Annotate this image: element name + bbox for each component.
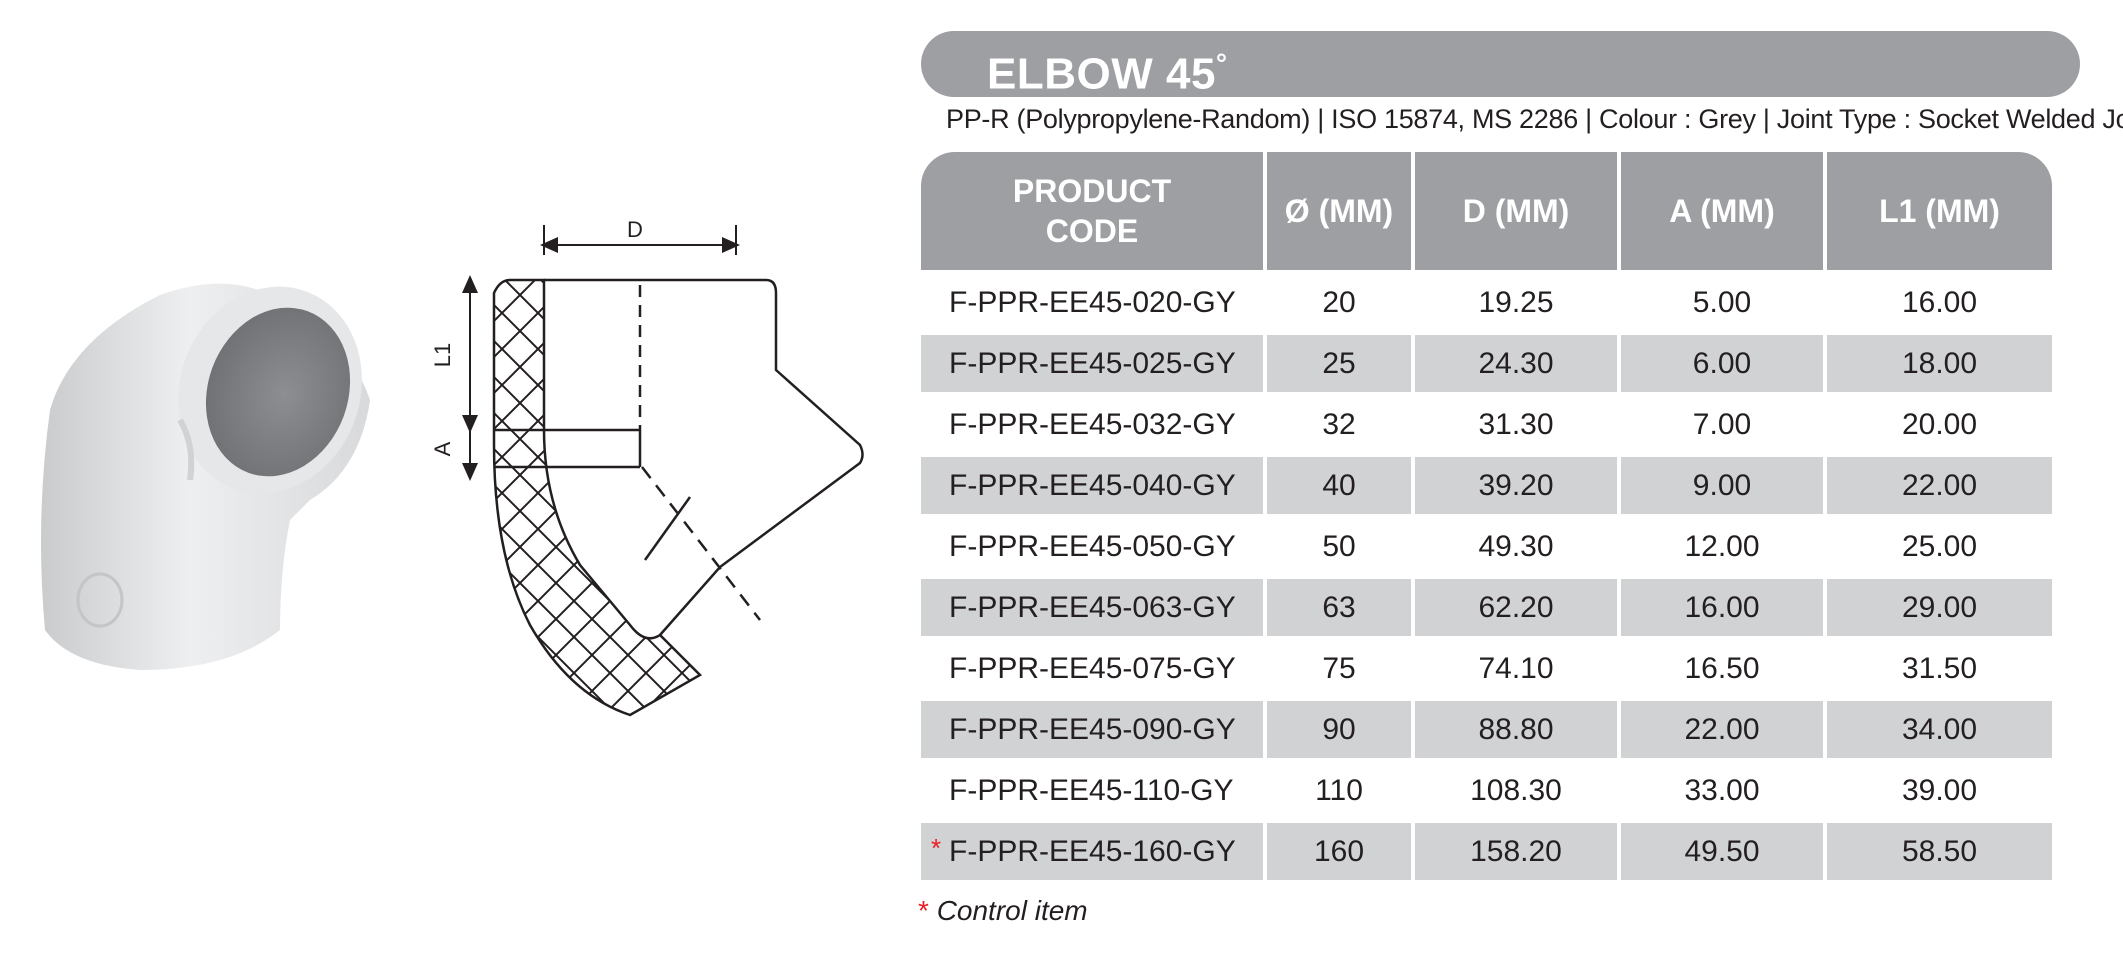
cell-code: F-PPR-EE45-050-GY xyxy=(921,518,1263,575)
cell-diameter: 40 xyxy=(1267,457,1411,514)
table-row: F-PPR-EE45-032-GY 32 31.30 7.00 20.00 xyxy=(921,396,2052,453)
cell-code: F-PPR-EE45-110-GY xyxy=(921,762,1263,819)
cell-l1: 20.00 xyxy=(1827,396,2052,453)
cell-code: F-PPR-EE45-032-GY xyxy=(921,396,1263,453)
cell-code: F-PPR-EE45-063-GY xyxy=(921,579,1263,636)
table-row: F-PPR-EE45-040-GY 40 39.20 9.00 22.00 xyxy=(921,457,2052,514)
title-bar: ELBOW 45° xyxy=(921,31,2080,99)
cell-code: F-PPR-EE45-090-GY xyxy=(921,701,1263,758)
cell-a: 7.00 xyxy=(1621,396,1823,453)
cell-a: 9.00 xyxy=(1621,457,1823,514)
table-row: F-PPR-EE45-075-GY 75 74.10 16.50 31.50 xyxy=(921,640,2052,697)
header-d: D (MM) xyxy=(1415,152,1617,270)
cell-l1: 29.00 xyxy=(1827,579,2052,636)
cell-diameter: 75 xyxy=(1267,640,1411,697)
page-title-degree: ° xyxy=(1215,48,1228,79)
dimension-label-a: A xyxy=(430,441,455,456)
product-photo xyxy=(41,283,370,670)
cell-a: 49.50 xyxy=(1621,823,1823,880)
cell-a: 16.50 xyxy=(1621,640,1823,697)
cell-a: 33.00 xyxy=(1621,762,1823,819)
footnote: * Control item xyxy=(918,895,1088,927)
table-row: F-PPR-EE45-020-GY 20 19.25 5.00 16.00 xyxy=(921,274,2052,331)
cell-diameter: 32 xyxy=(1267,396,1411,453)
cell-diameter: 160 xyxy=(1267,823,1411,880)
cell-d: 74.10 xyxy=(1415,640,1617,697)
cell-d: 24.30 xyxy=(1415,335,1617,392)
cell-diameter: 50 xyxy=(1267,518,1411,575)
cell-code-text: F-PPR-EE45-160-GY xyxy=(949,834,1236,868)
cell-l1: 25.00 xyxy=(1827,518,2052,575)
header-a: A (MM) xyxy=(1621,152,1823,270)
product-spec-line: PP-R (Polypropylene-Random) | ISO 15874,… xyxy=(946,104,2123,134)
cell-l1: 58.50 xyxy=(1827,823,2052,880)
dimension-label-l1: L1 xyxy=(430,343,455,367)
cell-l1: 34.00 xyxy=(1827,701,2052,758)
cell-d: 31.30 xyxy=(1415,396,1617,453)
table-row: F-PPR-EE45-090-GY 90 88.80 22.00 34.00 xyxy=(921,701,2052,758)
cell-l1: 39.00 xyxy=(1827,762,2052,819)
cell-d: 39.20 xyxy=(1415,457,1617,514)
cell-diameter: 110 xyxy=(1267,762,1411,819)
cell-d: 108.30 xyxy=(1415,762,1617,819)
table-row: F-PPR-EE45-063-GY 63 62.20 16.00 29.00 xyxy=(921,579,2052,636)
footnote-marker: * xyxy=(918,895,929,926)
cell-diameter: 20 xyxy=(1267,274,1411,331)
spec-table: PRODUCT CODE Ø (MM) D (MM) A (MM) L1 (MM)… xyxy=(917,148,2056,884)
header-l1: L1 (MM) xyxy=(1827,152,2052,270)
table-row: F-PPR-EE45-110-GY 110 108.30 33.00 39.00 xyxy=(921,762,2052,819)
header-diameter: Ø (MM) xyxy=(1267,152,1411,270)
cell-d: 88.80 xyxy=(1415,701,1617,758)
cell-a: 12.00 xyxy=(1621,518,1823,575)
header-product-code-line1: PRODUCT xyxy=(1012,173,1172,209)
cell-code-control: *F-PPR-EE45-160-GY xyxy=(921,823,1263,880)
cell-a: 6.00 xyxy=(1621,335,1823,392)
cell-l1: 18.00 xyxy=(1827,335,2052,392)
cell-l1: 16.00 xyxy=(1827,274,2052,331)
cell-diameter: 25 xyxy=(1267,335,1411,392)
cell-d: 158.20 xyxy=(1415,823,1617,880)
header-product-code-line2: CODE xyxy=(1045,213,1139,249)
cell-code: F-PPR-EE45-025-GY xyxy=(921,335,1263,392)
cell-code: F-PPR-EE45-040-GY xyxy=(921,457,1263,514)
cell-code: F-PPR-EE45-075-GY xyxy=(921,640,1263,697)
table-row: F-PPR-EE45-050-GY 50 49.30 12.00 25.00 xyxy=(921,518,2052,575)
table-row: F-PPR-EE45-025-GY 25 24.30 6.00 18.00 xyxy=(921,335,2052,392)
control-marker: * xyxy=(931,833,942,863)
cell-l1: 22.00 xyxy=(1827,457,2052,514)
cell-diameter: 90 xyxy=(1267,701,1411,758)
page-title-text: ELBOW 45 xyxy=(987,49,1216,99)
header-product-code: PRODUCT CODE xyxy=(921,152,1263,270)
cell-d: 49.30 xyxy=(1415,518,1617,575)
page-title: ELBOW 45° xyxy=(987,31,1228,108)
cell-d: 19.25 xyxy=(1415,274,1617,331)
cell-diameter: 63 xyxy=(1267,579,1411,636)
table-header-row: PRODUCT CODE Ø (MM) D (MM) A (MM) L1 (MM) xyxy=(921,152,2052,270)
table-row: *F-PPR-EE45-160-GY 160 158.20 49.50 58.5… xyxy=(921,823,2052,880)
footnote-text: Control item xyxy=(936,895,1088,926)
cell-code: F-PPR-EE45-020-GY xyxy=(921,274,1263,331)
technical-drawing: D L1 A xyxy=(430,217,864,717)
dimension-label-d: D xyxy=(627,217,643,242)
cell-a: 16.00 xyxy=(1621,579,1823,636)
cell-a: 5.00 xyxy=(1621,274,1823,331)
cell-d: 62.20 xyxy=(1415,579,1617,636)
cell-l1: 31.50 xyxy=(1827,640,2052,697)
cell-a: 22.00 xyxy=(1621,701,1823,758)
